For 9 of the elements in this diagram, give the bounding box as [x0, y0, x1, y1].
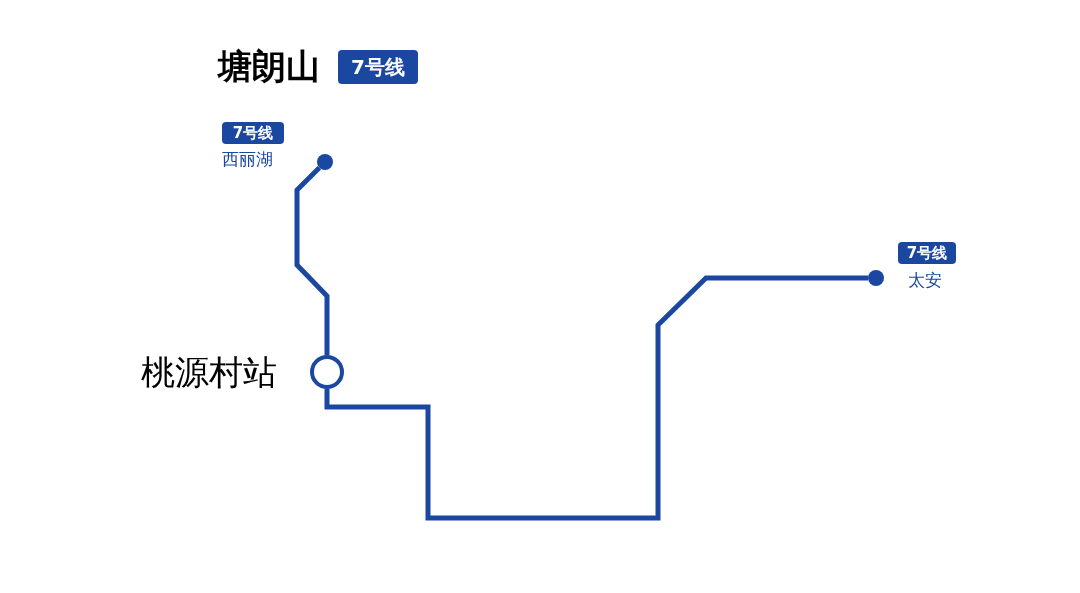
line-badge: 7号线 — [222, 122, 284, 144]
metro-line — [294, 165, 330, 355]
line-badge: 7号线 — [338, 50, 418, 84]
line-badge: 7号线 — [898, 242, 956, 264]
station-name: 桃源村站 — [141, 351, 277, 394]
station-name: 西丽湖 — [222, 148, 273, 171]
metro-line — [324, 275, 868, 521]
station-name: 太安 — [908, 269, 942, 292]
title: 塘朗山 — [218, 45, 320, 88]
